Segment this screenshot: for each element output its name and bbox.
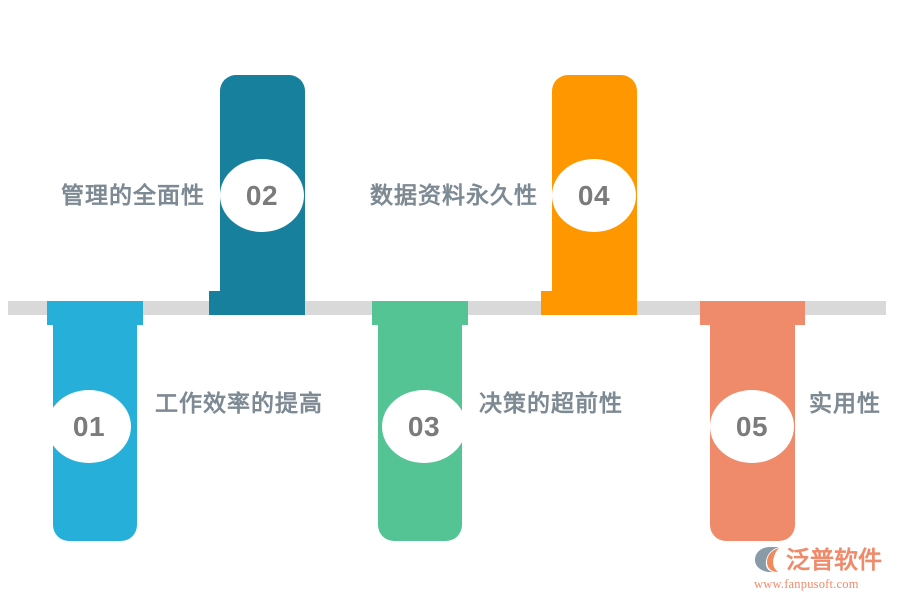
badge-04[interactable]: 04: [552, 159, 636, 232]
watermark-logo: 泛普软件 www.fanpusoft.com: [752, 545, 894, 593]
bar-label-text-01: 工作效率的提高: [155, 390, 323, 416]
bar-label-02: 管理的全面性: [23, 184, 205, 207]
watermark-url-text: www.fanpusoft.com: [754, 577, 859, 591]
badge-01[interactable]: 01: [47, 390, 131, 463]
badge-number-01: 01: [72, 410, 106, 442]
badge-05[interactable]: 05: [710, 390, 794, 463]
bar-label-text-03: 决策的超前性: [479, 390, 623, 416]
watermark-brand-text: 泛普软件: [786, 546, 882, 574]
bar-label-text-04: 数据资料永久性: [370, 182, 538, 208]
badge-number-02: 02: [245, 179, 279, 211]
badge-02[interactable]: 02: [220, 159, 304, 232]
bar-label-05: 实用性: [809, 392, 881, 415]
badge-number-03: 03: [407, 410, 441, 442]
fanpu-logo-icon: [752, 546, 782, 574]
bar-collar-04: [541, 291, 637, 315]
badge-number-04: 04: [577, 179, 611, 211]
bar-label-03: 决策的超前性: [479, 392, 623, 415]
bar-collar-02: [209, 291, 305, 315]
watermark-brand-row: 泛普软件: [752, 545, 894, 575]
bar-label-text-05: 实用性: [809, 390, 881, 416]
badge-03[interactable]: 03: [382, 390, 466, 463]
badge-number-05: 05: [735, 410, 769, 442]
bar-label-04: 数据资料永久性: [330, 184, 538, 207]
bar-label-text-02: 管理的全面性: [61, 182, 205, 208]
bar-label-01: 工作效率的提高: [155, 392, 323, 415]
